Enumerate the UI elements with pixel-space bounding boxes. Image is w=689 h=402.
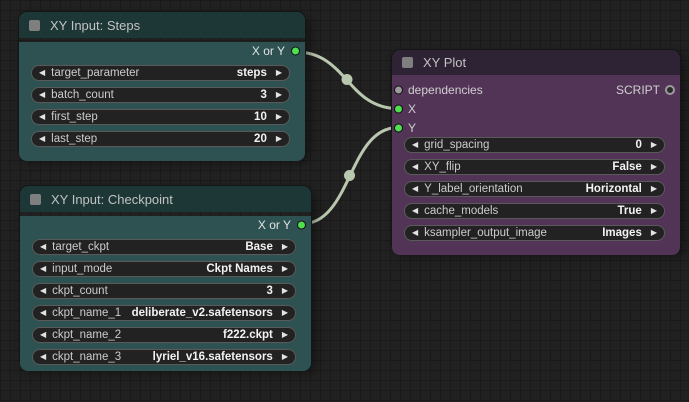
widget-target-ckpt[interactable]: ◀ target_ckpt Base ▶ <box>32 239 296 255</box>
widget-xy-flip[interactable]: ◀ XY_flip False ▶ <box>404 159 665 175</box>
output-port-x-or-y[interactable] <box>291 46 300 56</box>
output-row: X or Y <box>19 42 305 60</box>
increment-arrow-icon[interactable]: ▶ <box>650 162 657 171</box>
widget-grid-spacing[interactable]: ◀ grid_spacing 0 ▶ <box>404 137 665 153</box>
widget-input-mode[interactable]: ◀ input_mode Ckpt Names ▶ <box>32 261 296 277</box>
port-row-dependencies: dependencies SCRIPT <box>392 80 680 99</box>
node-title-bar[interactable]: XY Plot <box>392 50 680 75</box>
decrement-arrow-icon[interactable]: ◀ <box>412 140 419 149</box>
node-title-bar[interactable]: XY Input: Checkpoint <box>20 186 311 212</box>
node-xy-plot[interactable]: XY Plot dependencies SCRIPT X Y ◀ grid_s… <box>392 50 680 255</box>
node-body: dependencies SCRIPT X Y ◀ grid_spacing 0… <box>392 75 680 255</box>
widget-first-step[interactable]: ◀ first_step 10 ▶ <box>31 109 290 125</box>
increment-arrow-icon[interactable]: ▶ <box>275 68 282 77</box>
decrement-arrow-icon[interactable]: ◀ <box>412 184 419 193</box>
widget-cache-models[interactable]: ◀ cache_models True ▶ <box>404 203 665 219</box>
output-port-x-or-y[interactable] <box>297 220 306 230</box>
node-title: XY Input: Checkpoint <box>51 191 173 207</box>
decrement-arrow-icon[interactable]: ◀ <box>40 264 47 273</box>
port-row-y: Y <box>392 118 680 137</box>
widget-ckpt-name-2[interactable]: ◀ ckpt_name_2 f222.ckpt ▶ <box>32 327 296 343</box>
increment-arrow-icon[interactable]: ▶ <box>275 134 282 143</box>
widget-last-step[interactable]: ◀ last_step 20 ▶ <box>31 131 290 147</box>
collapse-box-icon[interactable] <box>402 57 413 68</box>
increment-arrow-icon[interactable]: ▶ <box>281 308 288 317</box>
port-row-x: X <box>392 99 680 118</box>
node-xy-input-checkpoint[interactable]: XY Input: Checkpoint X or Y ◀ target_ckp… <box>20 186 311 371</box>
increment-arrow-icon[interactable]: ▶ <box>281 264 288 273</box>
widget-y-label-orientation[interactable]: ◀ Y_label_orientation Horizontal ▶ <box>404 181 665 197</box>
node-xy-input-steps[interactable]: XY Input: Steps X or Y ◀ target_paramete… <box>19 12 305 161</box>
decrement-arrow-icon[interactable]: ◀ <box>412 206 419 215</box>
increment-arrow-icon[interactable]: ▶ <box>281 352 288 361</box>
decrement-arrow-icon[interactable]: ◀ <box>40 242 47 251</box>
widget-target-parameter[interactable]: ◀ target_parameter steps ▶ <box>31 65 290 81</box>
input-port-dependencies[interactable] <box>394 85 403 94</box>
output-label: X or Y <box>257 218 291 232</box>
input-port-y[interactable] <box>394 123 403 132</box>
increment-arrow-icon[interactable]: ▶ <box>281 286 288 295</box>
increment-arrow-icon[interactable]: ▶ <box>650 140 657 149</box>
input-label: X <box>408 101 417 116</box>
input-port-x[interactable] <box>394 104 403 113</box>
increment-arrow-icon[interactable]: ▶ <box>281 330 288 339</box>
increment-arrow-icon[interactable]: ▶ <box>275 112 282 121</box>
decrement-arrow-icon[interactable]: ◀ <box>39 90 46 99</box>
decrement-arrow-icon[interactable]: ◀ <box>40 330 47 339</box>
output-port-script[interactable] <box>665 84 675 95</box>
wire-midpoint-dot[interactable] <box>344 170 355 181</box>
node-body: X or Y ◀ target_parameter steps ▶ ◀ batc… <box>19 42 305 161</box>
decrement-arrow-icon[interactable]: ◀ <box>39 68 46 77</box>
increment-arrow-icon[interactable]: ▶ <box>650 184 657 193</box>
increment-arrow-icon[interactable]: ▶ <box>650 228 657 237</box>
decrement-arrow-icon[interactable]: ◀ <box>40 308 47 317</box>
node-title: XY Plot <box>423 55 467 70</box>
decrement-arrow-icon[interactable]: ◀ <box>39 134 46 143</box>
decrement-arrow-icon[interactable]: ◀ <box>412 228 419 237</box>
node-title: XY Input: Steps <box>50 17 141 33</box>
widget-ckpt-name-1[interactable]: ◀ ckpt_name_1 deliberate_v2.safetensors … <box>32 305 296 321</box>
increment-arrow-icon[interactable]: ▶ <box>275 90 282 99</box>
input-label: dependencies <box>408 82 483 97</box>
widget-ckpt-count[interactable]: ◀ ckpt_count 3 ▶ <box>32 283 296 299</box>
widget-ckpt-name-3[interactable]: ◀ ckpt_name_3 lyriel_v16.safetensors ▶ <box>32 349 296 365</box>
widget-batch-count[interactable]: ◀ batch_count 3 ▶ <box>31 87 290 103</box>
node-body: X or Y ◀ target_ckpt Base ▶ ◀ input_mode… <box>20 216 311 371</box>
collapse-box-icon[interactable] <box>30 193 41 205</box>
output-label: X or Y <box>251 44 285 58</box>
wire-midpoint-dot[interactable] <box>341 74 353 85</box>
output-label: SCRIPT <box>615 82 660 97</box>
output-row: X or Y <box>20 216 311 234</box>
increment-arrow-icon[interactable]: ▶ <box>650 206 657 215</box>
decrement-arrow-icon[interactable]: ◀ <box>39 112 46 121</box>
increment-arrow-icon[interactable]: ▶ <box>281 242 288 251</box>
collapse-box-icon[interactable] <box>29 19 40 31</box>
input-label: Y <box>408 120 417 135</box>
decrement-arrow-icon[interactable]: ◀ <box>40 352 47 361</box>
node-title-bar[interactable]: XY Input: Steps <box>19 12 305 38</box>
decrement-arrow-icon[interactable]: ◀ <box>40 286 47 295</box>
decrement-arrow-icon[interactable]: ◀ <box>412 162 419 171</box>
widget-ksampler-output-image[interactable]: ◀ ksampler_output_image Images ▶ <box>404 225 665 241</box>
